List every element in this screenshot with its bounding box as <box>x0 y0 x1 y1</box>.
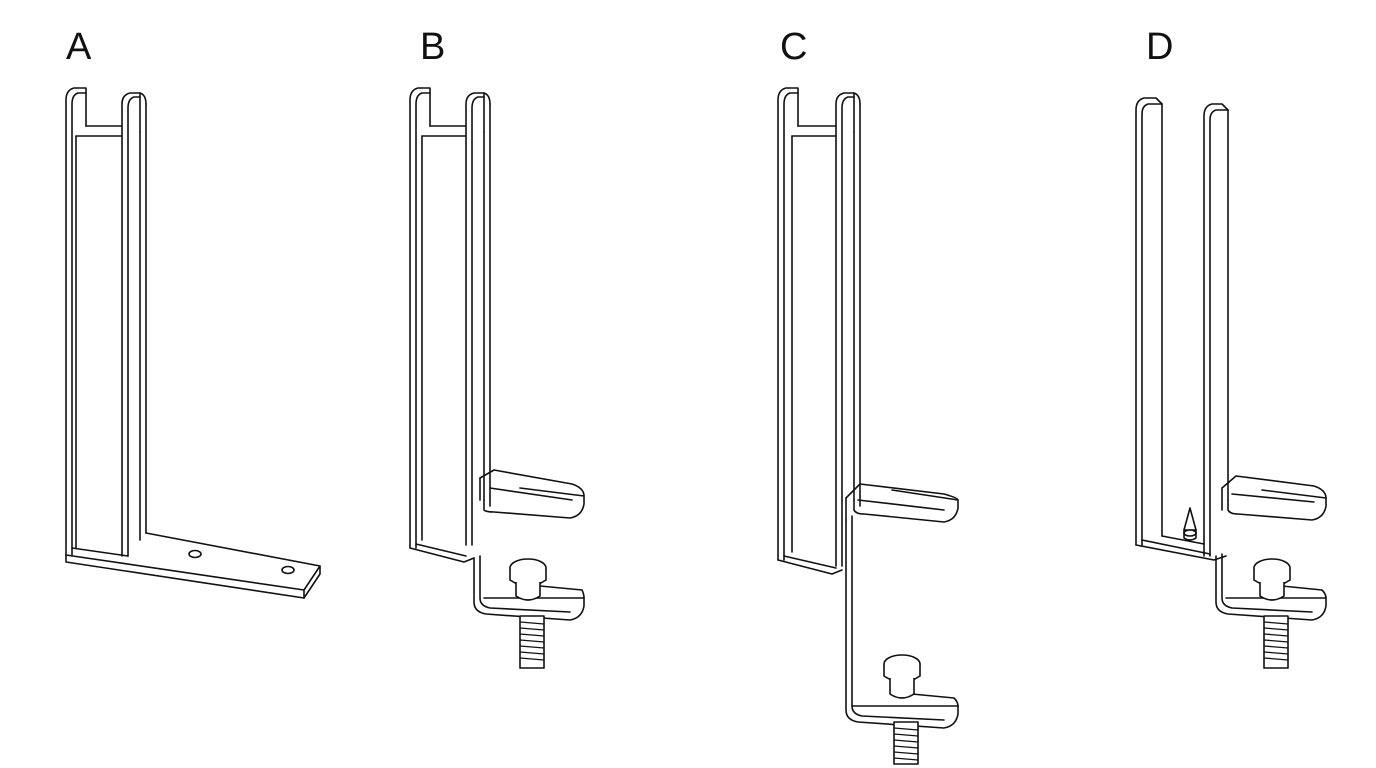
variant-label-d: D <box>1146 26 1174 68</box>
variant-label-c: C <box>780 26 808 68</box>
bracket-small-clamp-icon <box>409 87 585 669</box>
bracket-flat-base-icon <box>65 87 321 599</box>
bracket-spike-clamp-icon <box>1135 97 1327 669</box>
bracket-tall-clamp-icon <box>777 87 959 765</box>
variant-label-a: A <box>66 26 92 68</box>
variant-label-b: B <box>420 26 446 68</box>
